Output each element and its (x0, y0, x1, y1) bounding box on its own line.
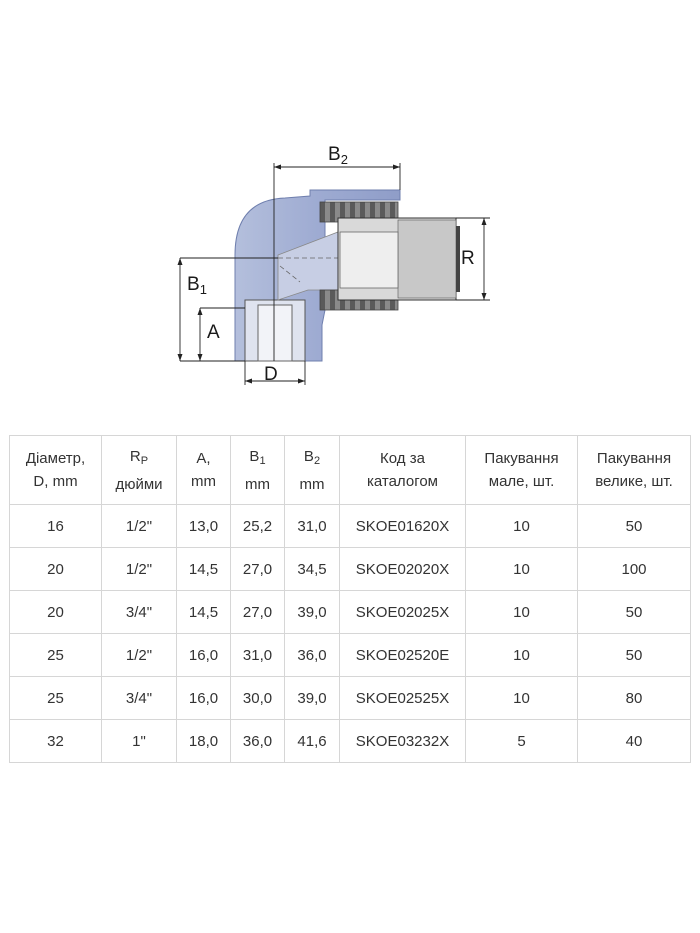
cell-pack-large: 50 (577, 504, 691, 548)
cell-pack-large: 100 (577, 547, 691, 591)
header-diameter: Діаметр,D, mm (9, 435, 102, 505)
cell-b2: 39,0 (284, 676, 340, 720)
cell-catalog-code: SKOE02020X (339, 547, 466, 591)
cell-b1: 25,2 (230, 504, 285, 548)
header-a: A,mm (176, 435, 231, 505)
centerline-dashed-diag (279, 265, 301, 283)
dim-label-b2: B2 (328, 144, 348, 167)
cell-a: 14,5 (176, 590, 231, 634)
cell-catalog-code: SKOE03232X (339, 719, 466, 763)
dim-label-r: R (461, 248, 475, 269)
cell-catalog-code: SKOE02520E (339, 633, 466, 677)
bottom-socket-wall (257, 304, 293, 362)
cell-rp: 3/4" (101, 676, 177, 720)
cell-b2: 36,0 (284, 633, 340, 677)
cell-a: 14,5 (176, 547, 231, 591)
cell-rp: 1" (101, 719, 177, 763)
dim-label-a: A (207, 322, 220, 343)
cell-pack-small: 10 (465, 590, 578, 634)
cell-diameter: 20 (9, 547, 102, 591)
cell-rp: 1/2" (101, 547, 177, 591)
cell-pack-small: 10 (465, 547, 578, 591)
male-thread-pattern (397, 219, 457, 299)
cell-diameter: 25 (9, 676, 102, 720)
cell-pack-small: 10 (465, 504, 578, 548)
cell-a: 16,0 (176, 633, 231, 677)
cell-diameter: 25 (9, 633, 102, 677)
insert-bore (339, 231, 399, 289)
cell-rp: 1/2" (101, 633, 177, 677)
table-row: 32 1" 18,0 36,0 41,6 SKOE03232X 5 40 (9, 719, 691, 763)
thread-ring-right (456, 226, 460, 292)
cell-b1: 27,0 (230, 590, 285, 634)
cell-pack-small: 10 (465, 633, 578, 677)
cell-pack-small: 10 (465, 676, 578, 720)
elbow-fitting-drawing: B2 B1 A D R (177, 144, 490, 385)
cell-diameter: 16 (9, 504, 102, 548)
cell-diameter: 32 (9, 719, 102, 763)
cell-b1: 31,0 (230, 633, 285, 677)
cell-b1: 27,0 (230, 547, 285, 591)
cell-b1: 36,0 (230, 719, 285, 763)
cell-b1: 30,0 (230, 676, 285, 720)
cell-pack-large: 80 (577, 676, 691, 720)
cell-b2: 34,5 (284, 547, 340, 591)
cell-b2: 41,6 (284, 719, 340, 763)
cell-a: 18,0 (176, 719, 231, 763)
table-row: 25 3/4" 16,0 30,0 39,0 SKOE02525X 10 80 (9, 676, 691, 720)
table-row: 16 1/2" 13,0 25,2 31,0 SKOE01620X 10 50 (9, 504, 691, 548)
cell-b2: 39,0 (284, 590, 340, 634)
cell-a: 13,0 (176, 504, 231, 548)
cell-pack-large: 40 (577, 719, 691, 763)
dim-label-d: D (264, 364, 278, 385)
table-row: 20 1/2" 14,5 27,0 34,5 SKOE02020X 10 100 (9, 547, 691, 591)
cell-b2: 31,0 (284, 504, 340, 548)
cell-catalog-code: SKOE02525X (339, 676, 466, 720)
table-row: 25 1/2" 16,0 31,0 36,0 SKOE02520E 10 50 (9, 633, 691, 677)
cell-pack-large: 50 (577, 590, 691, 634)
dim-label-b1: B1 (187, 274, 207, 297)
dimension-arrows (177, 164, 487, 384)
cell-rp: 3/4" (101, 590, 177, 634)
cell-pack-large: 50 (577, 633, 691, 677)
table-row: 20 3/4" 14,5 27,0 39,0 SKOE02025X 10 50 (9, 590, 691, 634)
cell-catalog-code: SKOE01620X (339, 504, 466, 548)
cell-diameter: 20 (9, 590, 102, 634)
cell-catalog-code: SKOE02025X (339, 590, 466, 634)
cell-rp: 1/2" (101, 504, 177, 548)
cell-a: 16,0 (176, 676, 231, 720)
cell-pack-small: 5 (465, 719, 578, 763)
